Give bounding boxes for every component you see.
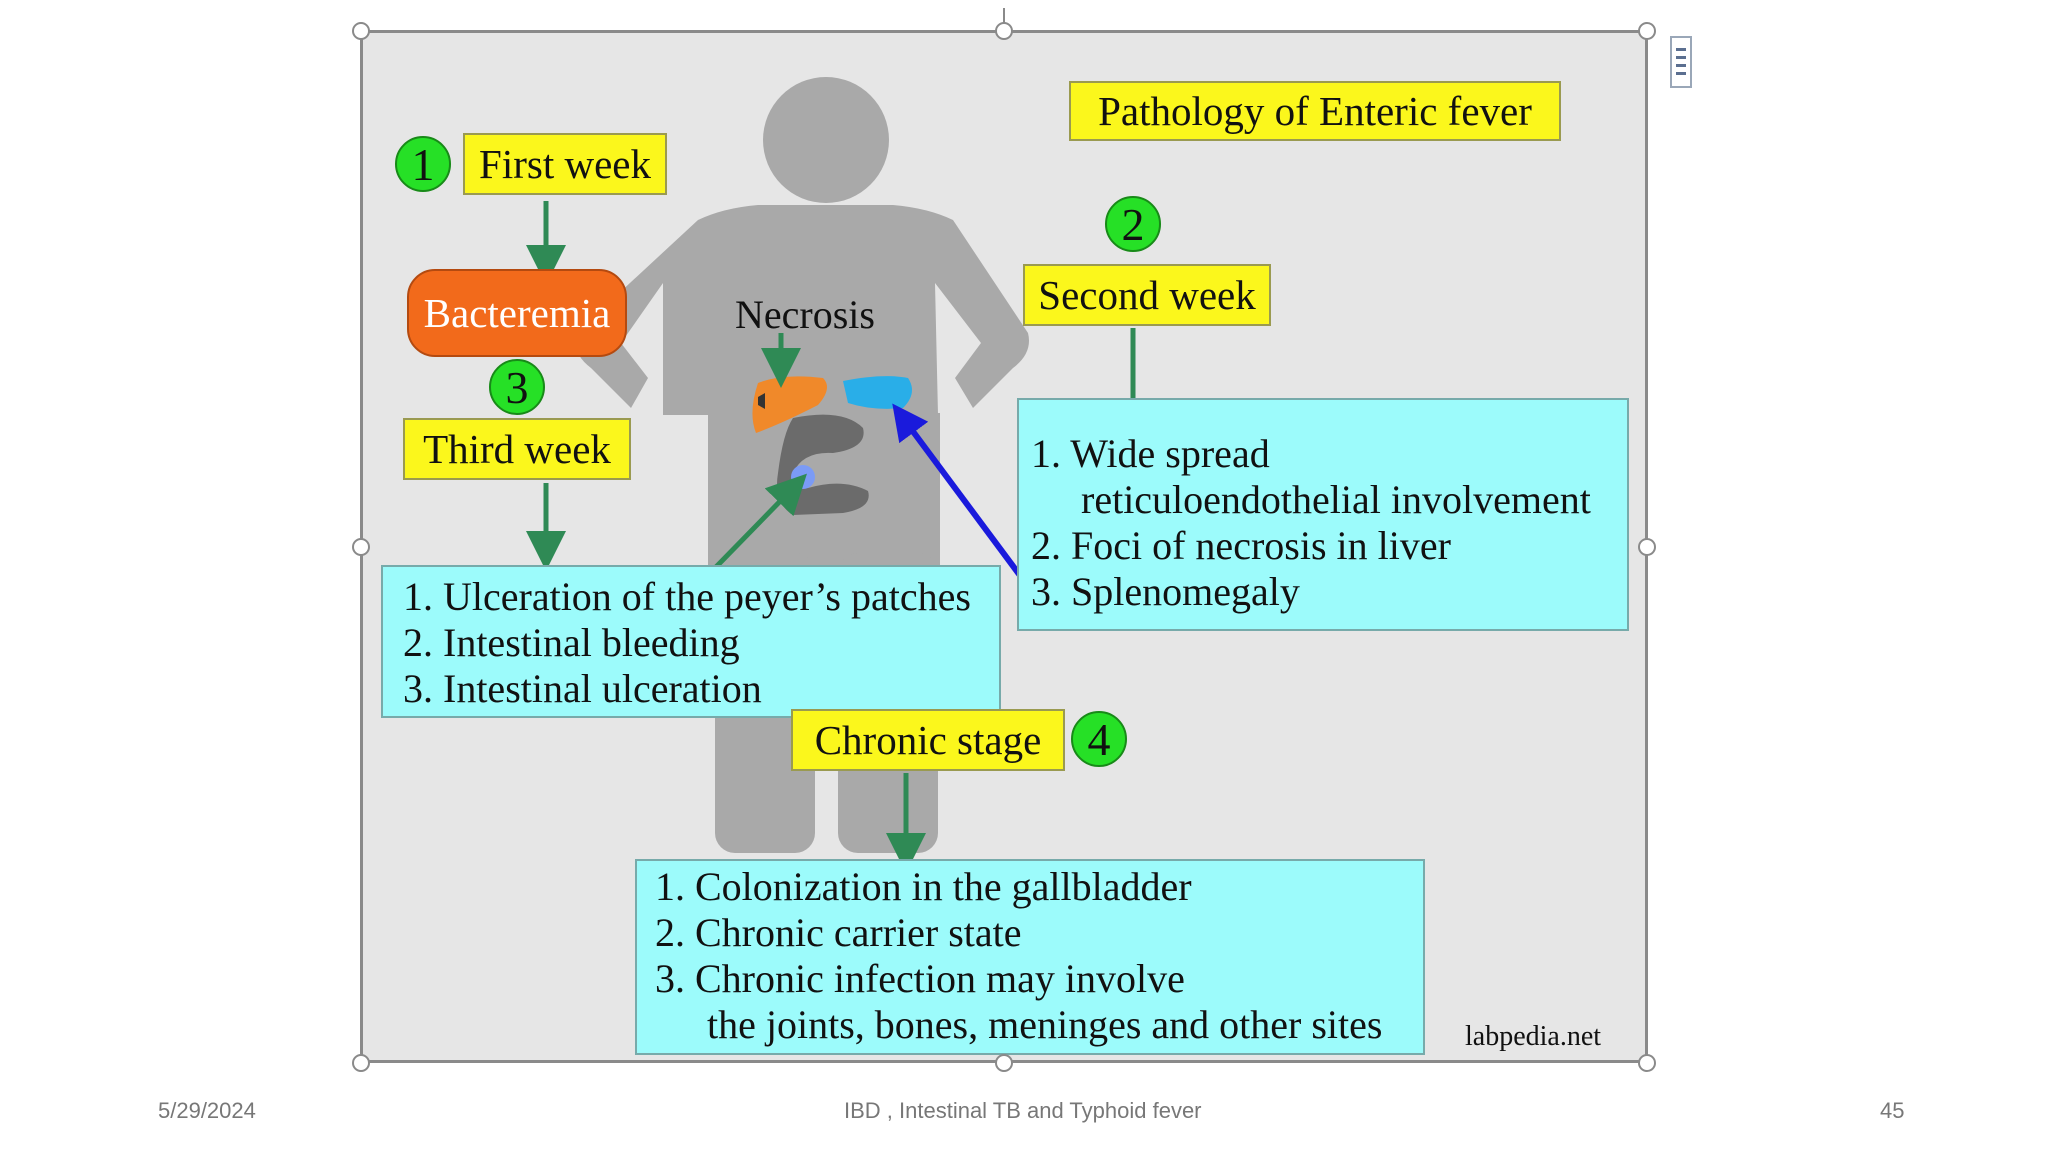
list-item: 3. Chronic infection may involve — [655, 956, 1185, 1001]
list-item: the joints, bones, meninges and other si… — [707, 1002, 1383, 1047]
list-item: 2. Chronic carrier state — [655, 910, 1022, 955]
chronic-stage-box: 1. Colonization in the gallbladder 2. Ch… — [635, 859, 1425, 1055]
list-item: 2. Intestinal bleeding — [403, 620, 740, 665]
resize-handle-middle-right[interactable] — [1638, 538, 1656, 556]
liver — [752, 376, 827, 433]
spleen — [843, 376, 912, 409]
resize-handle-bottom-right[interactable] — [1638, 1054, 1656, 1072]
resize-handle-middle-left[interactable] — [352, 538, 370, 556]
resize-handle-top-right[interactable] — [1638, 22, 1656, 40]
rotate-handle-line[interactable] — [1003, 8, 1005, 24]
list-item: 3. Splenomegaly — [1031, 569, 1300, 614]
list-item: 3. Intestinal ulceration — [403, 666, 762, 711]
slide-title: Pathology of Enteric fever — [1069, 81, 1561, 141]
resize-handle-top-center[interactable] — [995, 22, 1013, 40]
second-week-box: 1. Wide spread reticuloendothelial invol… — [1017, 398, 1629, 631]
resize-handle-bottom-left[interactable] — [352, 1054, 370, 1072]
footer-title: IBD , Intestinal TB and Typhoid fever — [844, 1098, 1202, 1123]
bacteremia-pill: Bacteremia — [407, 269, 627, 357]
badge-2: 2 — [1105, 196, 1161, 252]
list-item: 2. Foci of necrosis in liver — [1031, 523, 1451, 568]
necrosis-label: Necrosis — [735, 292, 875, 337]
peyers-patch — [791, 465, 815, 489]
third-week-label: Third week — [403, 418, 631, 480]
chronic-stage-label: Chronic stage — [791, 709, 1065, 771]
pathology-figure[interactable]: Pathology of Enteric fever 1 First week … — [360, 30, 1648, 1063]
footer-page-number: 45 — [1880, 1098, 1905, 1123]
list-item: 1. Colonization in the gallbladder — [655, 864, 1192, 909]
watermark: labpedia.net — [1465, 1021, 1602, 1052]
body-silhouette-diagram — [526, 77, 1153, 873]
badge-3: 3 — [489, 359, 545, 415]
badge-4: 4 — [1071, 711, 1127, 767]
resize-handle-top-left[interactable] — [352, 22, 370, 40]
resize-handle-bottom-center[interactable] — [995, 1054, 1013, 1072]
speaker-icon — [758, 393, 765, 409]
footer-date: 5/29/2024 — [158, 1098, 256, 1123]
badge-1: 1 — [395, 136, 451, 192]
spleen-arrow — [892, 403, 1036, 595]
list-item: reticuloendothelial involvement — [1081, 477, 1591, 522]
third-week-box: 1. Ulceration of the peyer’s patches 2. … — [381, 565, 1001, 718]
first-week-label: First week — [463, 133, 667, 195]
second-week-label: Second week — [1023, 264, 1271, 326]
layout-options-icon[interactable] — [1670, 36, 1692, 88]
list-item: 1. Wide spread — [1031, 431, 1270, 476]
list-item: 1. Ulceration of the peyer’s patches — [403, 574, 971, 619]
